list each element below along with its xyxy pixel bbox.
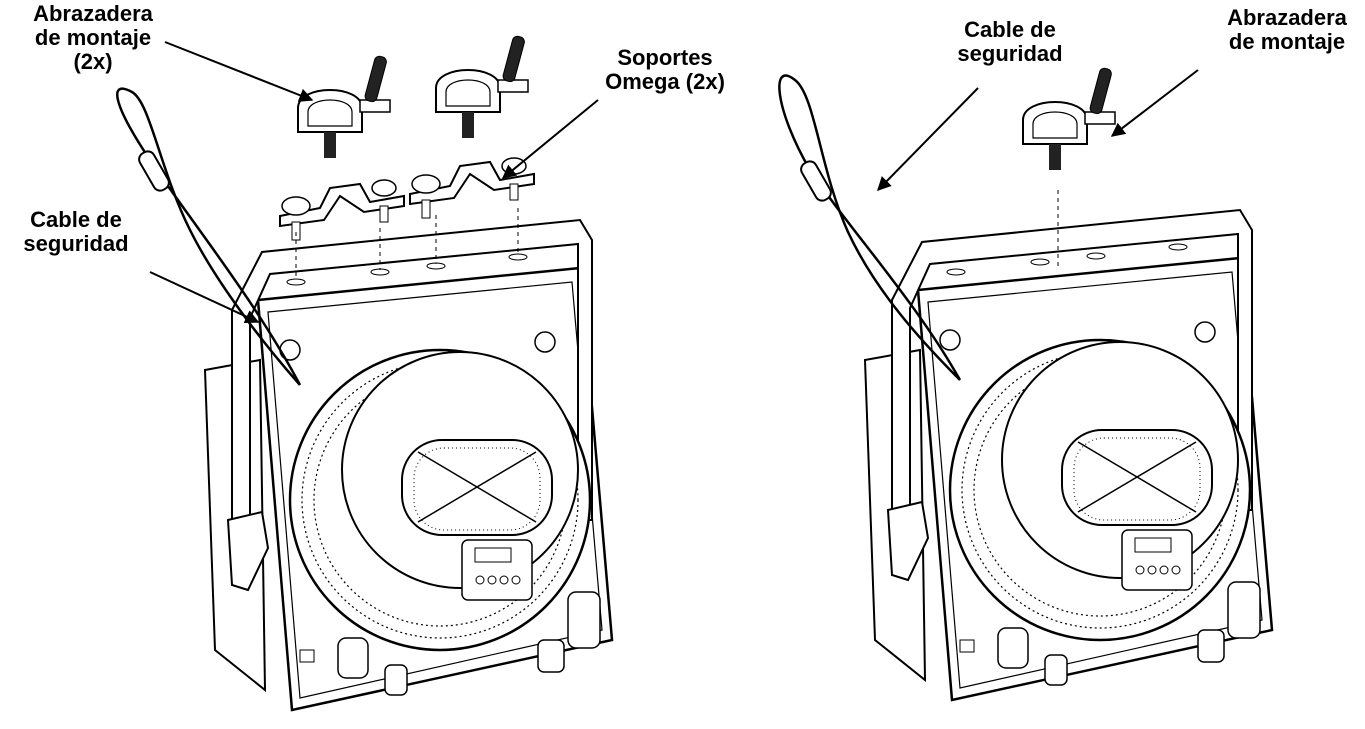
right-safety-cable-icon [778,74,962,381]
left-omega-label-line-2: Omega (2x) [605,69,725,94]
right-clamp-label-line-1: Abrazadera [1227,5,1347,30]
right-clamp-label: Abrazadera de montaje [1212,6,1362,54]
right-clamp-icon [1022,66,1116,171]
left-cable-label-line-1: Cable de [30,207,122,232]
left-clamp-label: Abrazadera de montaje (2x) [18,2,168,74]
left-omega-label: Soportes Omega (2x) [590,46,740,94]
left-clamp-label-line-1: Abrazadera [33,1,153,26]
left-omega-label-line-1: Soportes [617,45,713,70]
left-safety-cable-icon [116,87,302,386]
left-clamp-1-icon [297,54,391,159]
left-cable-label: Cable de seguridad [6,208,146,256]
left-fixture-icon [203,218,614,712]
right-cable-label: Cable de seguridad [940,18,1080,66]
right-clamp-label-line-2: de montaje [1228,29,1346,54]
left-clamp-2-icon [435,34,529,139]
left-clamp-label-line-2: de montaje [34,25,152,50]
right-cable-label-line-1: Cable de [964,17,1056,42]
right-cable-label-line-2: seguridad [957,41,1063,66]
left-clamp-label-line-3: (2x) [73,49,113,74]
left-cable-label-line-2: seguridad [23,231,129,256]
left-omega-bracket-1-icon [279,179,405,241]
right-fixture-icon [863,208,1274,702]
